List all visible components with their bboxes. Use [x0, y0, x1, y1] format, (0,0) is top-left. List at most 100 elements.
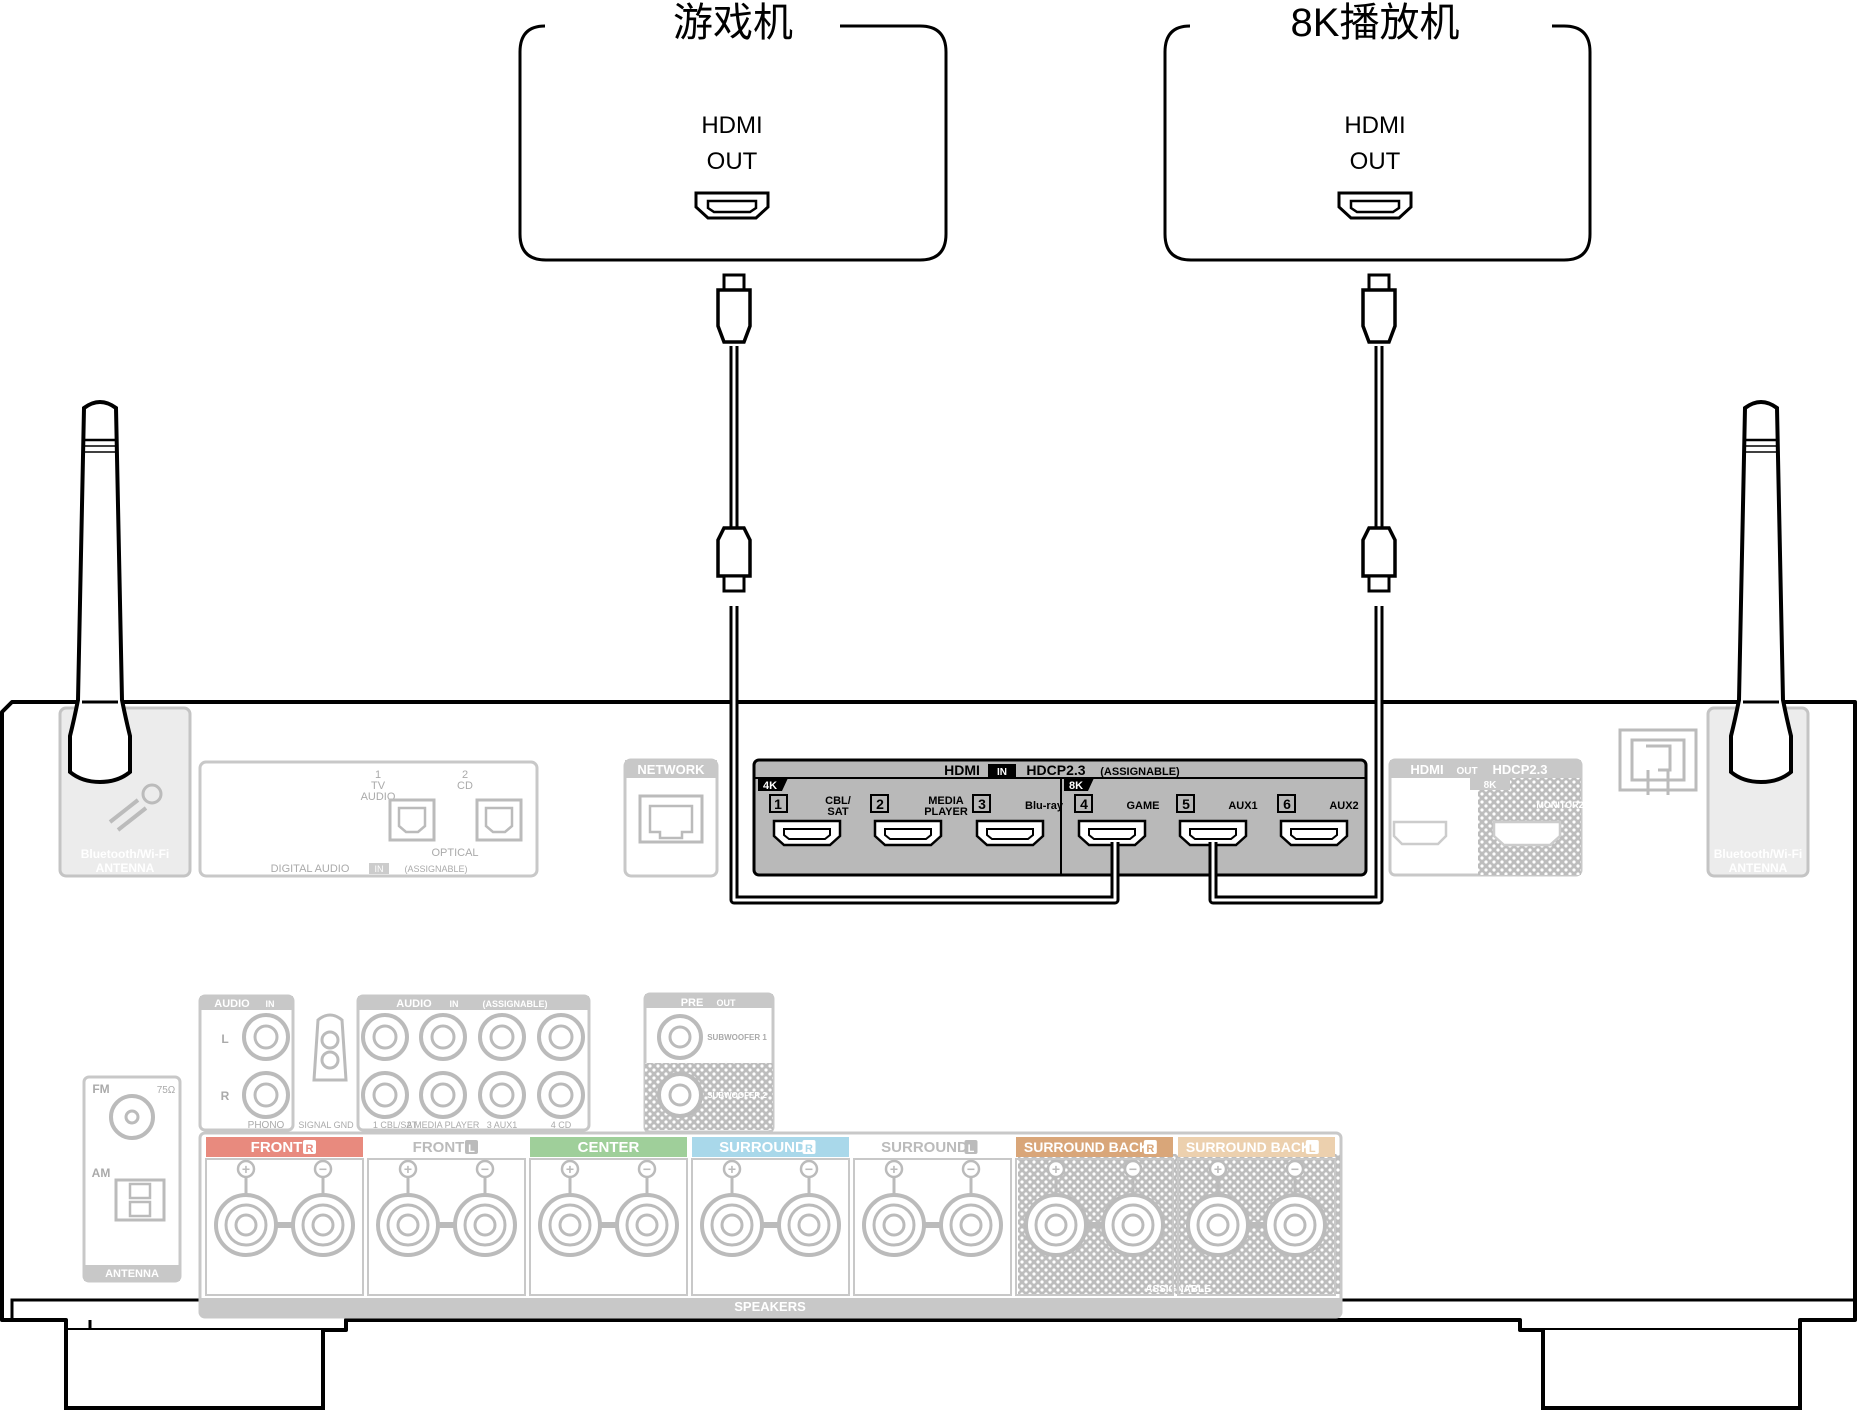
svg-text:SAT: SAT	[827, 806, 848, 818]
subwoofer-2-jack[interactable]	[657, 1072, 703, 1118]
svg-text:Blu-ray: Blu-ray	[1025, 800, 1064, 812]
hdmi-plug-bottom-player	[1361, 526, 1397, 593]
svg-text:SIGNAL GND: SIGNAL GND	[298, 1120, 354, 1130]
svg-text:AM: AM	[92, 1166, 111, 1180]
svg-text:AUX1: AUX1	[1228, 800, 1257, 812]
hdmi-in-port-6-aux2[interactable]: 6 AUX2	[1277, 794, 1359, 847]
svg-text:HDCP2.3: HDCP2.3	[1493, 762, 1548, 777]
svg-text:4 CD: 4 CD	[551, 1120, 572, 1130]
svg-text:SUBWOOFER 2: SUBWOOFER 2	[707, 1091, 767, 1100]
signal-gnd-terminal[interactable]: SIGNAL GND	[298, 1013, 354, 1130]
svg-text:HDMI: HDMI	[1410, 762, 1443, 777]
audio-in-3-l-jack[interactable]	[478, 1013, 526, 1061]
game-console-title: 游戏机	[673, 1, 793, 45]
speaker-channel-name: SURROUND BACK	[1186, 1139, 1311, 1155]
hdmi-out-monitor1-port[interactable]	[1392, 820, 1448, 846]
phono-r-jack[interactable]	[242, 1071, 290, 1119]
svg-text:DIGITAL AUDIO: DIGITAL AUDIO	[271, 863, 350, 875]
speaker-terminal-plus[interactable]	[214, 1193, 278, 1257]
digital-audio-panel: 1 TV AUDIO 2 CD OPTICAL DIGITAL AUDIO IN…	[198, 760, 539, 878]
speaker-terminal-minus[interactable]	[453, 1193, 517, 1257]
speaker-terminal-minus[interactable]	[1263, 1193, 1327, 1257]
player-port-label-line2: OUT	[1350, 148, 1401, 175]
hdmi-in-port-1[interactable]: 1 CBL/ SAT	[769, 794, 851, 847]
polarity-sign: +	[242, 1161, 250, 1177]
audio-in-2-r-jack[interactable]	[419, 1071, 467, 1119]
speaker-channel-3: CENTER+−	[529, 1137, 688, 1296]
polarity-sign: −	[319, 1161, 327, 1177]
audio-in-1-r-jack[interactable]	[361, 1071, 409, 1119]
speaker-terminal-plus[interactable]	[376, 1193, 440, 1257]
optical-port-1[interactable]	[388, 798, 436, 842]
svg-text:75Ω: 75Ω	[157, 1085, 176, 1096]
svg-text:6: 6	[1283, 796, 1291, 812]
speaker-terminal-minus[interactable]	[939, 1193, 1003, 1257]
polarity-sign: +	[890, 1161, 898, 1177]
hdmi-out-monitor2-port[interactable]	[1492, 820, 1562, 847]
audio-in-panel: AUDIO IN L R PHONO	[198, 994, 295, 1132]
audio-in-4-r-jack[interactable]	[537, 1071, 585, 1119]
svg-text:MONITOR2: MONITOR2	[1536, 800, 1583, 810]
speaker-channel-name: CENTER	[578, 1139, 640, 1156]
svg-text:MONITOR1: MONITOR1	[1430, 800, 1477, 810]
network-port-panel[interactable]: NETWORK	[623, 758, 719, 878]
am-fm-antenna-panel: FM 75Ω AM ANTENNA	[82, 1075, 182, 1283]
speaker-channel-side: L	[1309, 1143, 1316, 1155]
svg-text:PHONO: PHONO	[248, 1120, 285, 1131]
optical-port-2[interactable]	[475, 798, 523, 842]
audio-in-2-l-jack[interactable]	[419, 1013, 467, 1061]
subwoofer-1-jack[interactable]	[657, 1014, 703, 1060]
game-console-device: 游戏机 HDMI OUT	[518, 1, 948, 262]
game-hdmi-out-port-icon[interactable]	[694, 191, 770, 220]
polarity-sign: −	[1291, 1161, 1299, 1177]
svg-text:1 CBL/SAT: 1 CBL/SAT	[373, 1120, 418, 1130]
hdmi-out-panel: HDMI OUT HDCP2.3 8K MONITOR1 MONITOR2 AR…	[1388, 758, 1584, 877]
fm-antenna-jack[interactable]	[109, 1094, 155, 1140]
speaker-terminal-plus[interactable]	[538, 1193, 602, 1257]
svg-text:2: 2	[462, 769, 468, 781]
svg-text:AUDIO: AUDIO	[361, 791, 396, 803]
svg-text:HDMI: HDMI	[944, 762, 980, 778]
svg-text:PRE: PRE	[681, 997, 704, 1009]
speaker-terminal-plus[interactable]	[1186, 1193, 1250, 1257]
speaker-terminal-minus[interactable]	[1101, 1193, 1165, 1257]
svg-text:5: 5	[1182, 796, 1190, 812]
svg-text:NETWORK: NETWORK	[637, 762, 705, 777]
svg-text:IN: IN	[450, 999, 459, 1009]
svg-text:4K: 4K	[763, 780, 777, 792]
speaker-terminal-minus[interactable]	[615, 1193, 679, 1257]
phono-l-jack[interactable]	[242, 1013, 290, 1061]
hdmi-cable-player	[1208, 273, 1397, 905]
speaker-channel-name: SURROUND BACK	[1024, 1139, 1149, 1155]
svg-text:SPEAKERS: SPEAKERS	[734, 1299, 806, 1314]
speaker-channel-side: L	[468, 1143, 475, 1155]
audio-in-3-r-jack[interactable]	[478, 1071, 526, 1119]
svg-text:FM: FM	[92, 1082, 109, 1096]
speaker-terminal-minus[interactable]	[291, 1193, 355, 1257]
8k-player-title: 8K播放机	[1291, 1, 1460, 45]
svg-text:(ASSIGNABLE): (ASSIGNABLE)	[483, 999, 548, 1009]
speaker-terminal-plus[interactable]	[862, 1193, 926, 1257]
speaker-terminal-plus[interactable]	[1024, 1193, 1088, 1257]
hdmi-in-port-2[interactable]: 2 MEDIA PLAYER	[870, 794, 968, 847]
polarity-sign: +	[728, 1161, 736, 1177]
wifi-antenna-right: Bluetooth/Wi-Fi ANTENNA	[1706, 400, 1810, 878]
hdmi-in-port-5-aux1[interactable]: 5 AUX1	[1176, 794, 1258, 847]
hdmi-cable-game	[716, 273, 1120, 905]
svg-text:IN: IN	[266, 999, 275, 1009]
speaker-terminal-plus[interactable]	[700, 1193, 764, 1257]
player-hdmi-out-port-icon[interactable]	[1337, 191, 1413, 220]
antenna-right-label-1: Bluetooth/Wi-Fi	[1714, 847, 1803, 861]
audio-in-4-l-jack[interactable]	[537, 1013, 585, 1061]
svg-text:OPTICAL: OPTICAL	[431, 847, 478, 859]
hdmi-in-port-3[interactable]: 3 Blu-ray	[972, 794, 1064, 847]
audio-in-1-l-jack[interactable]	[361, 1013, 409, 1061]
hdmi-in-port-4-game[interactable]: 4 GAME	[1074, 794, 1160, 847]
polarity-sign: −	[967, 1161, 975, 1177]
speaker-terminal-minus[interactable]	[777, 1193, 841, 1257]
am-antenna-terminal[interactable]	[114, 1178, 166, 1222]
